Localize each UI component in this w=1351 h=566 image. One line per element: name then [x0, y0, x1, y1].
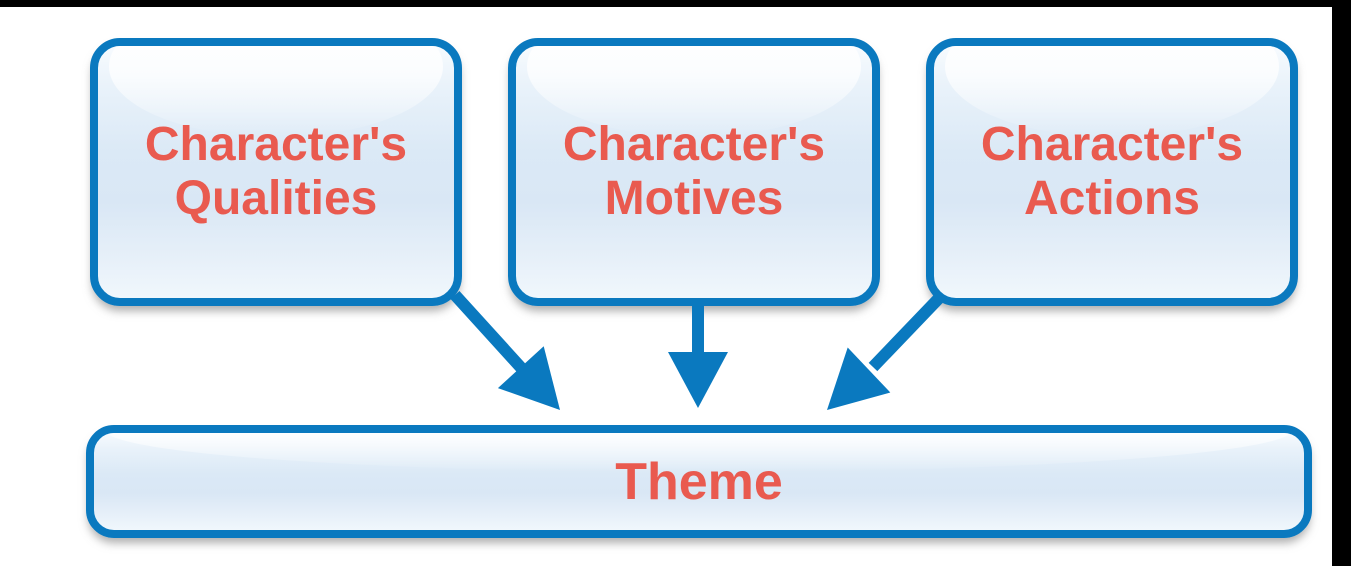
node-characters-actions: Character's Actions: [926, 38, 1298, 306]
node-label-qualities: Character's Qualities: [144, 118, 408, 225]
node-label-theme: Theme: [615, 452, 783, 511]
top-black-bar: [0, 0, 1351, 7]
right-black-bar: [1332, 0, 1351, 566]
arrow-actions-to-theme-icon: [827, 290, 947, 410]
node-characters-motives: Character's Motives: [508, 38, 880, 306]
node-label-motives: Character's Motives: [562, 118, 826, 225]
node-theme: Theme: [86, 425, 1312, 538]
arrow-qualities-to-theme-icon: [450, 290, 560, 410]
node-characters-qualities: Character's Qualities: [90, 38, 462, 306]
arrow-motives-to-theme-icon: [668, 301, 728, 408]
node-label-actions: Character's Actions: [980, 118, 1244, 225]
